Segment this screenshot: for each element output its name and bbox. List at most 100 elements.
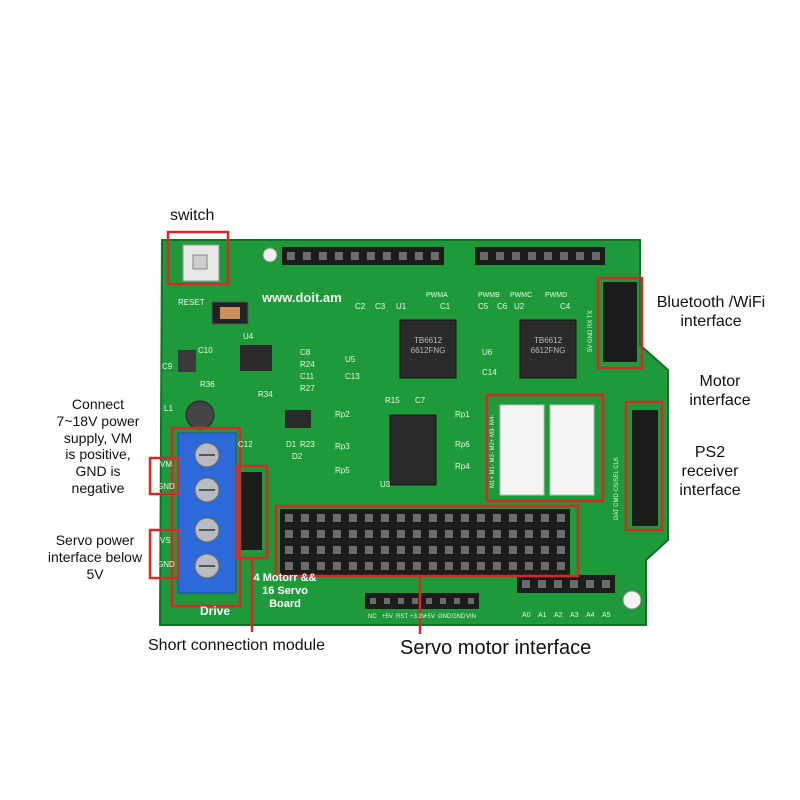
header-pin xyxy=(413,530,421,538)
chip-u3 xyxy=(389,414,437,486)
header-pin xyxy=(493,546,501,554)
header-pin xyxy=(381,514,389,522)
component-label: R23 xyxy=(300,440,315,449)
component-label: C2 xyxy=(355,302,366,311)
motor-label-line1: Motor xyxy=(699,373,741,390)
ps2-label-line3: interface xyxy=(679,482,741,500)
header-pin xyxy=(509,530,517,538)
component-label: Rp1 xyxy=(455,410,470,419)
ps2-pin-labels: DAT CMD CS/SEL CLK xyxy=(614,457,620,520)
ps2-highlight xyxy=(624,400,664,532)
bluetooth-highlight xyxy=(596,276,644,370)
analog-pin-label: A4 xyxy=(586,612,595,619)
component-label: U6 xyxy=(482,348,493,357)
chip2-marking: TB6612 6612FNG xyxy=(522,336,574,355)
power-label-line3: supply, VM xyxy=(63,429,133,446)
component-label: C4 xyxy=(560,302,571,311)
component-label: Rp6 xyxy=(455,440,470,449)
motor-driver-chip-2 xyxy=(519,319,577,379)
header-pin xyxy=(383,252,391,260)
header-pin xyxy=(412,598,418,604)
component-label: C9 xyxy=(162,362,173,371)
component-label: C5 xyxy=(478,302,489,311)
vs-gnd-bracket xyxy=(148,528,180,580)
power-label-line1: Connect xyxy=(71,396,125,412)
header-pin xyxy=(477,562,485,570)
component-label: C3 xyxy=(375,302,386,311)
servo-power-label-line1: Servo power xyxy=(55,532,135,548)
power-label: Connect 7~18V power supply, VM is positi… xyxy=(32,396,164,497)
header-pin xyxy=(349,514,357,522)
header-pin xyxy=(557,530,565,538)
header-pin xyxy=(319,252,327,260)
component-label: C13 xyxy=(345,372,360,381)
board-name-line2: 16 Servo xyxy=(262,585,308,598)
chip-d-ss xyxy=(285,410,311,428)
header-pin xyxy=(365,530,373,538)
servo-power-label-line3: 5V xyxy=(86,565,104,582)
header-pin xyxy=(333,562,341,570)
motor-connector-2 xyxy=(549,404,595,496)
header-pin xyxy=(301,562,309,570)
component-label: R34 xyxy=(258,390,273,399)
header-pin xyxy=(570,580,578,588)
header-pin xyxy=(301,530,309,538)
terminal-label-gnd2: GND xyxy=(157,560,175,569)
bt-pin-labels: 5V GND RX TX xyxy=(588,310,594,352)
drive-label: Drive xyxy=(200,604,231,618)
header-body xyxy=(282,247,444,265)
power-label-line5: GND is xyxy=(75,463,121,480)
power-label-line2: 7~18V power xyxy=(56,412,140,429)
header-pin xyxy=(509,546,517,554)
component-label: Rp4 xyxy=(455,462,470,471)
mounting-hole xyxy=(262,247,278,263)
chip1-line1: TB6612 xyxy=(413,336,443,345)
header-pin xyxy=(415,252,423,260)
header-pin xyxy=(454,598,460,604)
header-pin xyxy=(586,580,594,588)
header-pin xyxy=(397,562,405,570)
switch-label: switch xyxy=(170,207,215,224)
component-label: U5 xyxy=(345,355,356,364)
header-pin xyxy=(365,562,373,570)
header-pin xyxy=(303,252,311,260)
switch-highlight xyxy=(166,230,230,286)
motor-driver-chip-1 xyxy=(399,319,457,379)
power-pin-label: RST xyxy=(396,614,408,620)
header-pin xyxy=(285,562,293,570)
header-pin xyxy=(384,598,390,604)
bluetooth-label-line2: interface xyxy=(680,313,742,331)
power-pin-label: GND xyxy=(452,614,466,620)
power-label-line6: negative xyxy=(71,479,125,496)
header-pin xyxy=(541,514,549,522)
chip2-line1: TB6612 xyxy=(533,336,563,345)
header-pin xyxy=(461,514,469,522)
chip2-line2: 6612FNG xyxy=(530,345,566,355)
header-pin xyxy=(349,530,357,538)
header-pin xyxy=(367,252,375,260)
header-pin xyxy=(413,514,421,522)
header-pin xyxy=(413,546,421,554)
header-pin xyxy=(576,252,584,260)
header-pin xyxy=(397,546,405,554)
ps2-label: PS2 receiver interface xyxy=(665,443,755,501)
header-pin xyxy=(317,562,325,570)
header-pin xyxy=(381,562,389,570)
power-label-line4: is positive, xyxy=(65,446,131,463)
header-pin xyxy=(429,562,437,570)
header-pin xyxy=(557,546,565,554)
component-label: C7 xyxy=(415,396,426,405)
chip1-line2: 6612FNG xyxy=(410,345,446,355)
board-name-line3: Board xyxy=(269,598,301,611)
component-label: C1 xyxy=(440,302,451,311)
power-pin-label: GND xyxy=(438,614,452,620)
header-pin xyxy=(560,252,568,260)
inductor-l1 xyxy=(185,400,215,430)
reset-button-cap xyxy=(220,307,240,319)
board-website: www.doit.am xyxy=(262,290,342,305)
power-pin-label: VIN xyxy=(466,614,477,620)
header-pin xyxy=(370,598,376,604)
header-pin xyxy=(397,530,405,538)
header-pin xyxy=(493,514,501,522)
component-label: Rp5 xyxy=(335,466,350,475)
